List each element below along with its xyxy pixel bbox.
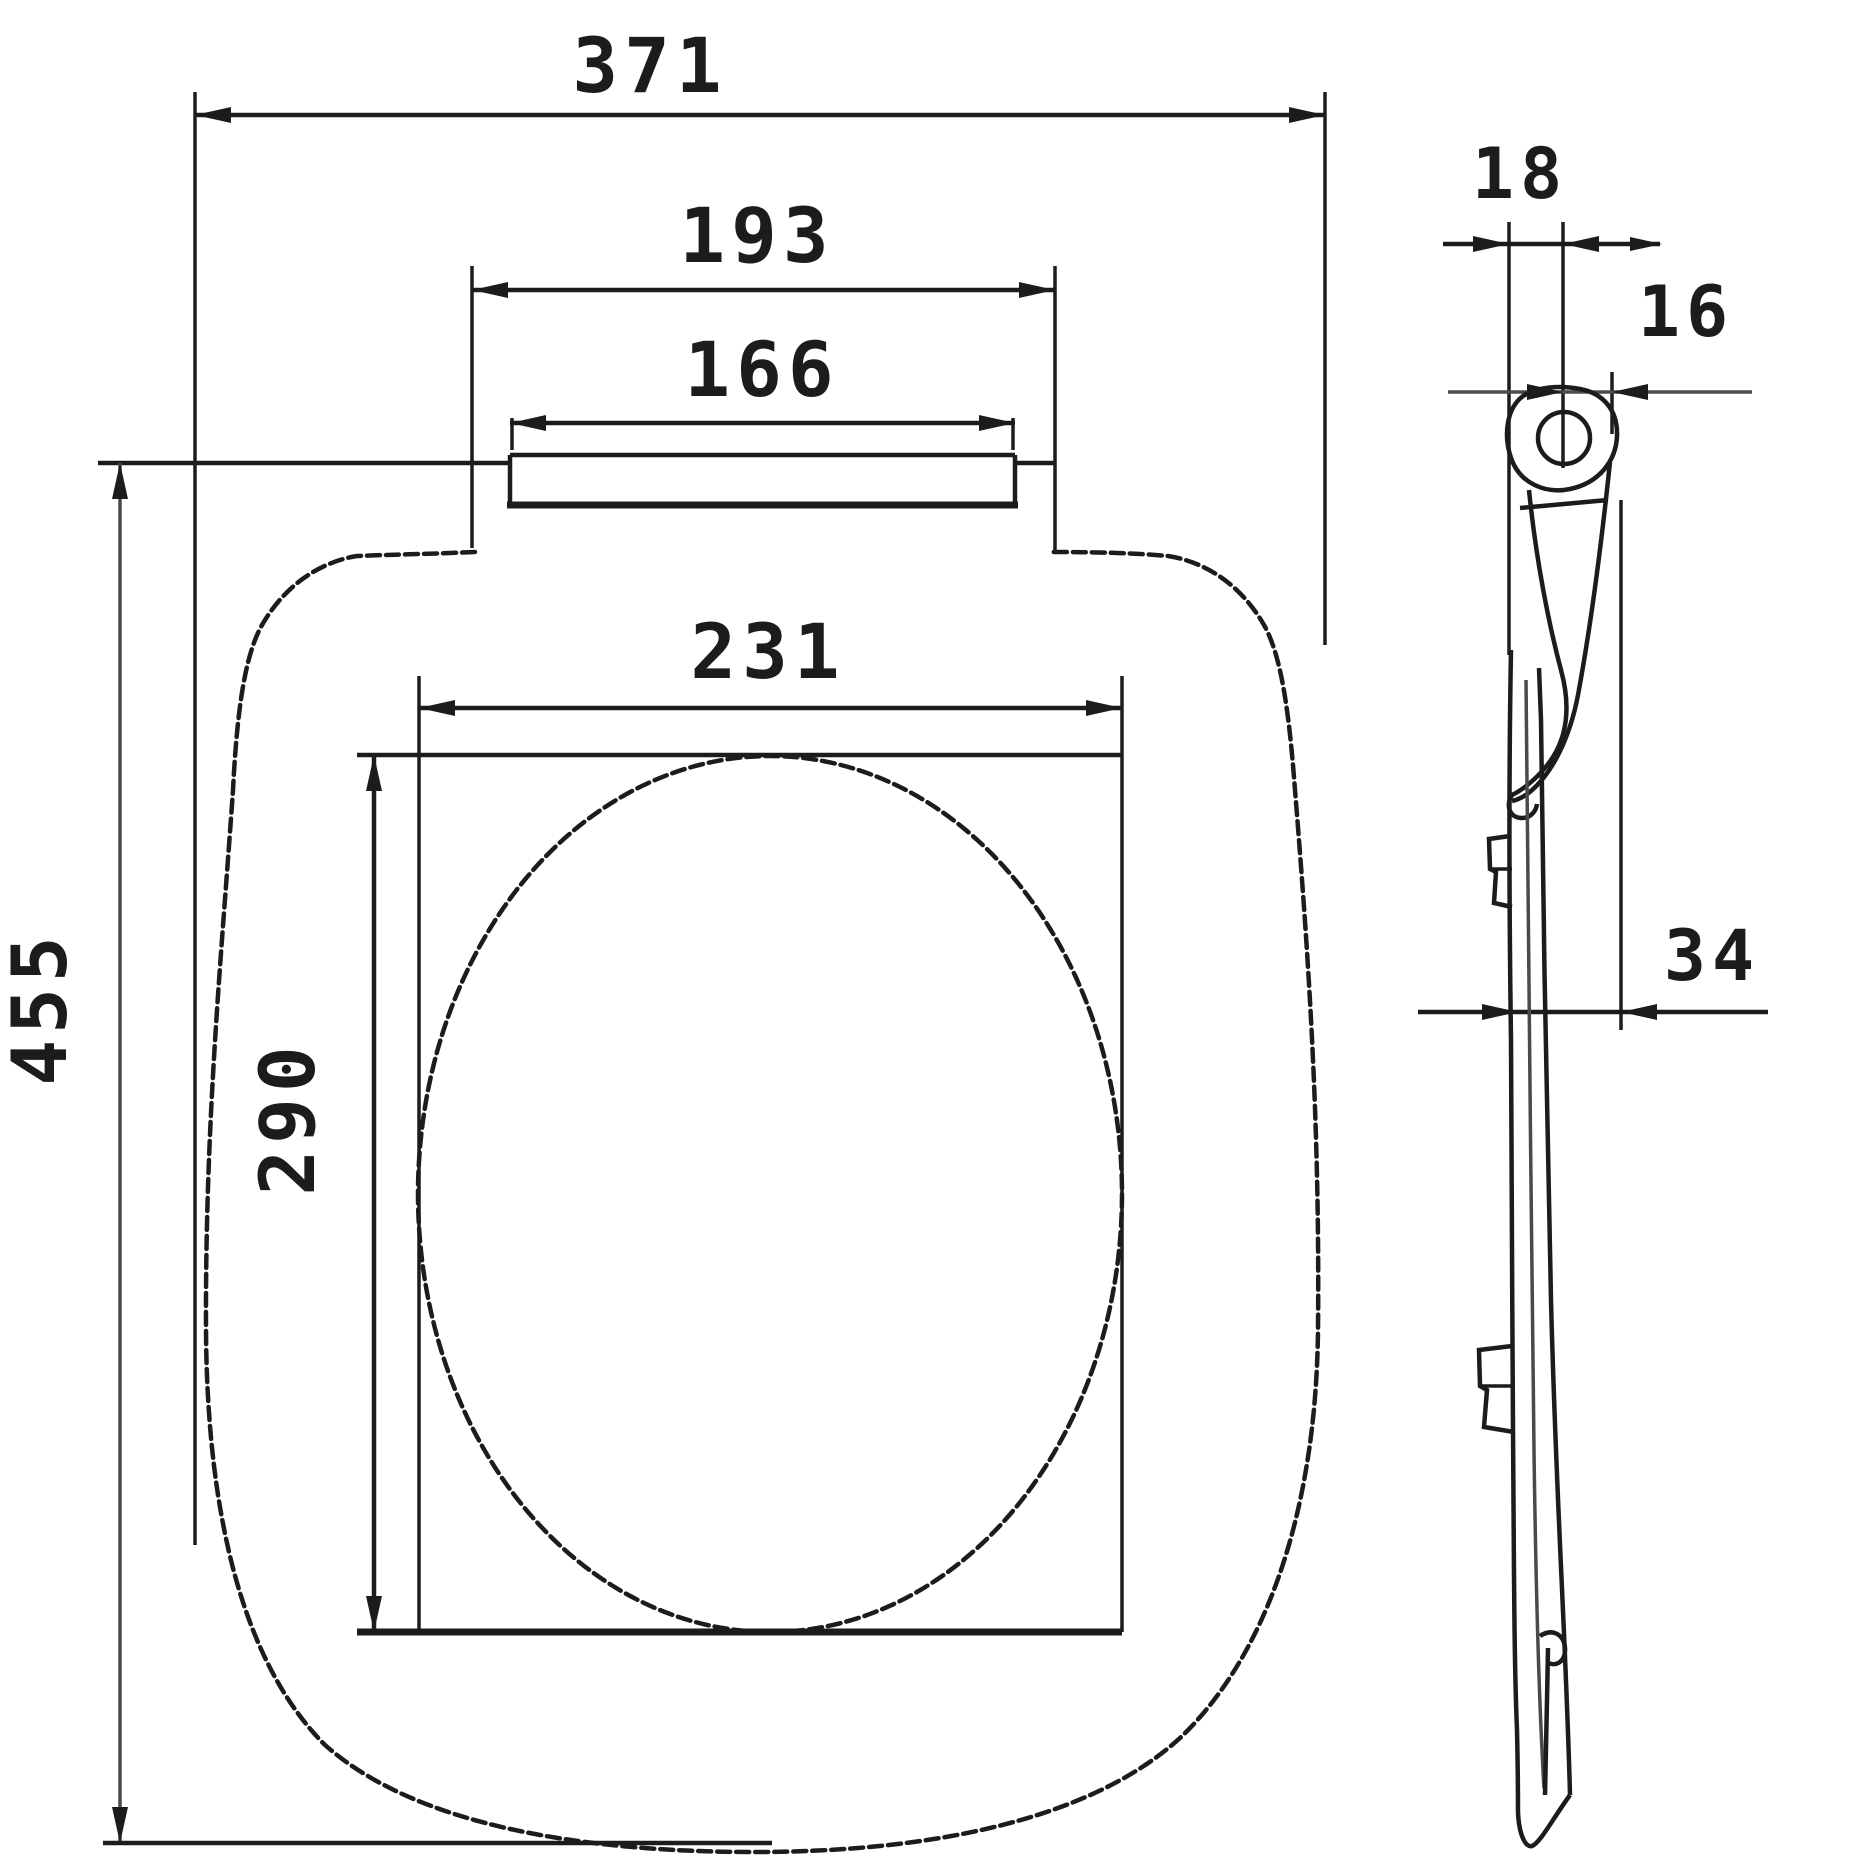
arrow-down-icon [366, 1596, 382, 1632]
pivot-hole-icon [1535, 409, 1593, 467]
knob-chord-line [1519, 497, 1609, 511]
hinge-latch-hook [1506, 461, 1613, 821]
arrow-left-icon [419, 700, 455, 716]
opening-rectangle [357, 676, 1124, 1636]
dim-overall-width: 371 [193, 21, 1327, 1545]
seat-outer-outline [203, 549, 1321, 1855]
seat-side-profile [1476, 649, 1573, 1849]
profile-bottom-tip [1515, 1793, 1572, 1849]
dim-hinge-pin-width: 16 [1448, 271, 1752, 400]
profile-left-edge [1507, 649, 1521, 1813]
dim-opening-width: 231 [419, 607, 1122, 716]
dim-seat-thickness: 18 [1443, 133, 1662, 252]
arrow-right-icon [1473, 236, 1509, 252]
dim-overall-depth: 455 [0, 463, 772, 1846]
clip-outline [1476, 1343, 1515, 1435]
arrow-left-icon [1612, 384, 1648, 400]
dim-opening-depth-label: 290 [243, 1040, 332, 1195]
arrow-end-icon [1630, 237, 1662, 251]
arrow-right-icon [1289, 107, 1325, 123]
profile-right-edge [1536, 667, 1573, 1796]
dim-opening-depth: 290 [243, 755, 382, 1632]
dim-hinge-span-label: 193 [679, 191, 834, 280]
dim-bracket-depth-label: 34 [1664, 915, 1760, 997]
dim-hinge-bar-width-label: 166 [684, 325, 839, 414]
hinge-area [98, 452, 1055, 509]
bumper-clip-upper [1486, 833, 1513, 910]
side-view: 18 16 34 [1418, 133, 1768, 1849]
arrow-right-icon [979, 415, 1015, 431]
dim-bracket-depth: 34 [1418, 915, 1768, 1020]
dim-hinge-pin-width-label: 16 [1638, 271, 1734, 353]
arrow-down-icon [112, 1807, 128, 1843]
bumper-clip-lower [1476, 1343, 1515, 1435]
dim-hinge-bar-width: 166 [510, 325, 1015, 450]
hinge-bar [507, 452, 1018, 509]
profile-bottom-curl [1538, 1630, 1568, 1667]
dim-overall-depth-label: 455 [0, 930, 84, 1085]
arrow-right-icon [1086, 700, 1122, 716]
arrow-left-icon [510, 415, 546, 431]
arrow-up-icon [366, 755, 382, 791]
dim-opening-width-label: 231 [690, 607, 845, 696]
dim-seat-thickness-label: 18 [1472, 133, 1568, 215]
profile-mid-line [1524, 679, 1546, 1789]
hinge-knob-outline [1504, 384, 1620, 493]
dim-hinge-span: 193 [470, 191, 1057, 552]
profile-inner-bottom-line [1542, 1647, 1551, 1796]
dim-overall-width-label: 371 [572, 21, 727, 110]
plan-view: 371 193 166 231 [0, 21, 1327, 1855]
hinge-knob [1504, 384, 1620, 511]
inner-opening-oval [415, 753, 1125, 1635]
arrow-right-icon [1019, 282, 1055, 298]
arrow-left-icon [1621, 1004, 1657, 1020]
arrow-up-icon [112, 463, 128, 499]
arrow-left-icon [1563, 236, 1599, 252]
arrow-right-icon [1482, 1004, 1518, 1020]
arrow-left-icon [195, 107, 231, 123]
latch-right-leg [1511, 461, 1613, 804]
arrow-left-icon [472, 282, 508, 298]
